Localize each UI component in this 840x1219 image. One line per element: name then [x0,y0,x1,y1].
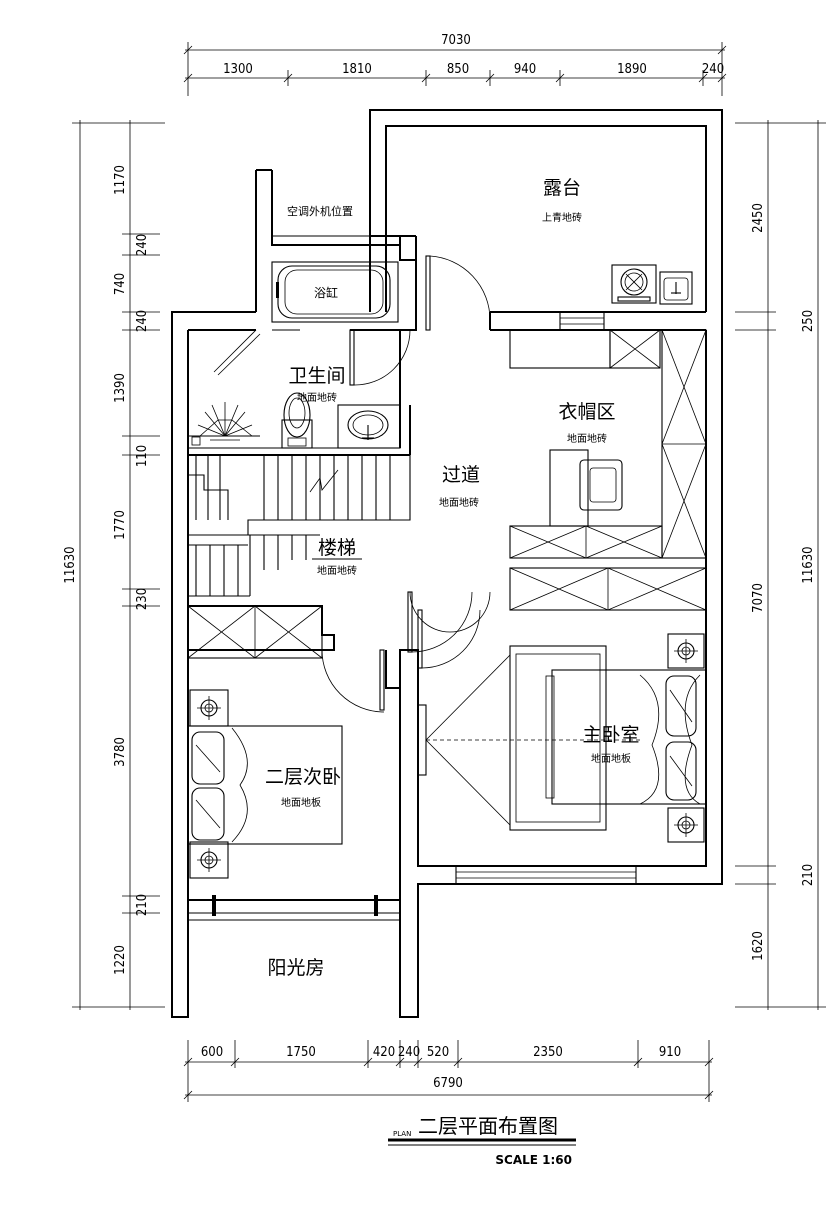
bottom-dimension: 600 [201,1045,223,1060]
left-dimension: 1170 [113,165,128,195]
left-dimension: 110 [135,445,150,467]
terrace-label: 露台 [543,177,581,199]
bottom-dimension: 520 [427,1045,449,1060]
cloakroom-label: 衣帽区 [558,401,615,423]
top-dimension: 940 [514,62,536,77]
right-dimension: 1620 [751,931,766,961]
top-dimension-chain: 7030 1300 1810 850 940 1890 240 [183,33,727,96]
left-dimension: 740 [113,273,128,295]
stairs-label: 楼梯 [318,537,356,559]
left-dimension: 1390 [113,373,128,403]
door-second-bedroom [321,649,385,713]
master-bedroom-floor-label: 地面地板 [591,752,631,765]
ac-unit-label: 空调外机位置 [287,204,353,218]
lamp-icon [667,807,705,843]
left-dimension: 3780 [113,737,128,767]
window [559,311,605,331]
stairs-floor-label: 地面地砖 [317,564,357,577]
right-dimension: 7070 [751,583,766,613]
left-dimension: 240 [135,310,150,332]
left-dimension: 230 [135,588,150,610]
left-dimension: 240 [135,234,150,256]
sunroom-label: 阳光房 [267,957,324,979]
rug [509,645,607,831]
cloakroom-floor-label: 地面地砖 [567,432,607,445]
door-bathroom [349,329,411,386]
wardrobe [509,567,707,611]
lamp-icon [189,841,229,879]
top-dimension: 1890 [617,62,647,77]
bottom-dimension-chain: 600 1750 420 240 520 2350 910 6790 [183,1040,714,1102]
bathroom-label: 卫生间 [288,365,345,387]
second-bedroom-label: 二层次卧 [265,766,341,788]
window [212,895,378,916]
lamp-icon [667,633,705,669]
master-bed-icon [545,669,707,805]
bathroom-floor-label: 地面地砖 [297,391,337,404]
wardrobe [509,329,707,559]
door-master-bedroom [417,609,481,669]
tv-icon [417,654,640,826]
bathtub-icon: 浴缸 [271,261,399,323]
right-dimension-chain: 11630 2450 250 7070 210 1620 [735,120,826,1010]
top-total-dimension: 7030 [441,33,471,48]
scale-label: SCALE 1:60 [495,1153,572,1167]
terrace-floor-label: 上青地砖 [542,211,582,224]
left-dimension-chain: 11630 1170 240 740 240 1390 110 1770 230… [63,120,165,1010]
top-dimension: 1810 [342,62,372,77]
shower-icon [187,329,261,448]
title-prefix: PLAN [393,1130,411,1138]
bathtub-label: 浴缸 [314,285,338,300]
basin-icon [337,404,401,449]
left-total-dimension: 11630 [63,546,78,583]
stairs-icon [187,455,391,606]
left-dimension: 210 [135,894,150,916]
sink-icon [659,271,693,305]
bottom-dimension: 2350 [533,1045,563,1060]
bottom-dimension: 240 [398,1045,420,1060]
window [455,865,637,885]
wardrobe [509,525,663,559]
exterior-walls [171,109,723,1018]
toilet-icon [281,392,313,449]
top-dimension: 1300 [223,62,253,77]
wardrobe [187,605,323,659]
right-dimension: 210 [801,864,816,886]
top-dimension: 850 [447,62,469,77]
door-cloak [407,591,491,653]
left-dimension: 1220 [113,945,128,975]
corridor-floor-label: 地面地砖 [439,496,479,509]
washing-machine-icon [611,264,657,304]
second-bedroom-floor-label: 地面地板 [281,796,321,809]
drawing-title: PLAN 二层平面布置图 SCALE 1:60 [388,1114,576,1167]
lamp-icon [189,689,229,727]
right-dimension: 2450 [751,203,766,233]
right-total-dimension: 11630 [801,546,816,583]
right-dimension: 250 [801,310,816,332]
bottom-dimension: 420 [373,1045,395,1060]
top-dimension: 240 [702,62,724,77]
left-dimension: 1770 [113,510,128,540]
corridor-label: 过道 [442,464,480,486]
second-bed-icon [187,725,343,845]
bottom-dimension: 1750 [286,1045,316,1060]
dresser [549,449,623,527]
master-bedroom-label: 主卧室 [582,724,639,746]
door-terrace [425,255,491,331]
bottom-dimension: 910 [659,1045,681,1060]
page-title: 二层平面布置图 [418,1114,558,1138]
bottom-total-dimension: 6790 [433,1076,463,1091]
